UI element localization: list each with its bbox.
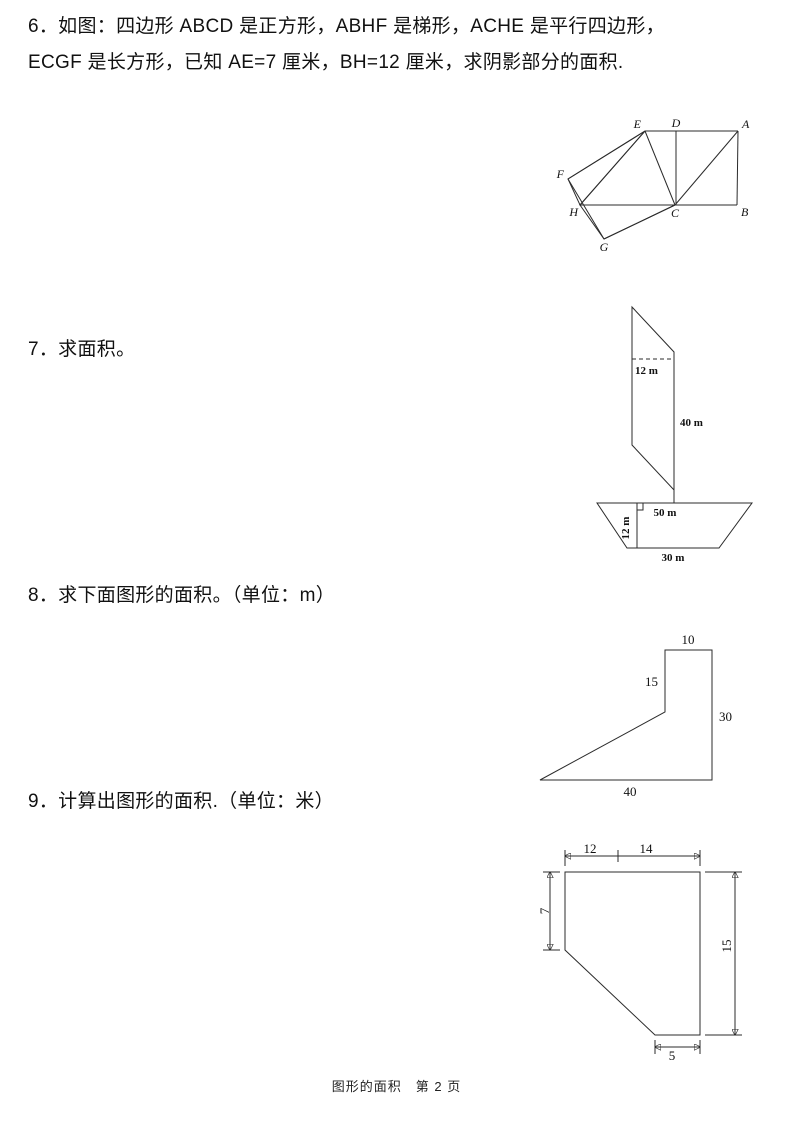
figure-problem-9: 12 14 7 15 5 xyxy=(538,842,742,1062)
dim-right: 30 xyxy=(719,709,732,724)
problem-6-text-line2: ECGF 是长方形，已知 AE=7 厘米，BH=12 厘米，求阴影部分的面积. xyxy=(28,52,624,73)
dim-top: 10 xyxy=(682,632,695,647)
point-label-G: G xyxy=(600,240,609,254)
problem-8-text: 8．求下面图形的面积。（单位：m） xyxy=(28,585,335,606)
line-E-H xyxy=(579,130,646,206)
point-label-C: C xyxy=(671,206,680,220)
line-F-E xyxy=(567,130,646,180)
figure-problem-6: E D A F H C B G xyxy=(556,116,750,254)
shaded-triangle-EFH xyxy=(567,130,646,206)
dim-top-right: 14 xyxy=(640,842,654,856)
line-G-F xyxy=(567,178,605,240)
line-E-C xyxy=(644,130,676,206)
dim-parallelogram-width: 12 m xyxy=(635,365,658,377)
dim-trapezoid-bottom: 30 m xyxy=(662,552,685,564)
dim-left: 7 xyxy=(538,907,552,914)
parallelogram-outline xyxy=(631,305,675,492)
dim-bottom: 40 xyxy=(624,784,637,799)
dim-left: 15 xyxy=(645,674,658,689)
dim-top-left: 12 xyxy=(584,842,597,856)
polygon-outline xyxy=(539,649,713,781)
point-label-E: E xyxy=(633,117,642,131)
problem-9-text: 9．计算出图形的面积.（单位：米） xyxy=(28,791,334,812)
point-label-D: D xyxy=(671,116,681,130)
trapezoid-outline xyxy=(596,502,753,549)
line-A-C xyxy=(674,130,739,206)
point-label-A: A xyxy=(741,117,750,131)
polygon-outline xyxy=(564,871,701,1036)
figure-problem-8: 10 15 30 40 xyxy=(539,632,732,799)
line-C-G xyxy=(603,204,676,240)
point-label-B: B xyxy=(741,205,749,219)
right-angle-mark xyxy=(637,503,644,511)
dim-trapezoid-height: 12 m xyxy=(620,517,632,540)
page-footer: 图形的面积 第 2 页 xyxy=(331,1079,462,1094)
figure-problem-7: 12 m 40 m 50 m 12 m 30 m xyxy=(596,305,753,564)
dim-parallelogram-side: 40 m xyxy=(680,417,703,429)
point-label-H: H xyxy=(568,205,579,219)
point-label-F: F xyxy=(556,167,565,181)
problem-6-text-line1: 6．如图：四边形 ABCD 是正方形，ABHF 是梯形，ACHE 是平行四边形， xyxy=(28,16,665,37)
dim-right: 15 xyxy=(719,940,734,953)
line-A-B xyxy=(736,130,739,206)
dim-bottom: 5 xyxy=(669,1048,676,1062)
problem-7-text: 7．求面积。 xyxy=(28,339,136,360)
dim-trapezoid-top: 50 m xyxy=(654,507,677,519)
